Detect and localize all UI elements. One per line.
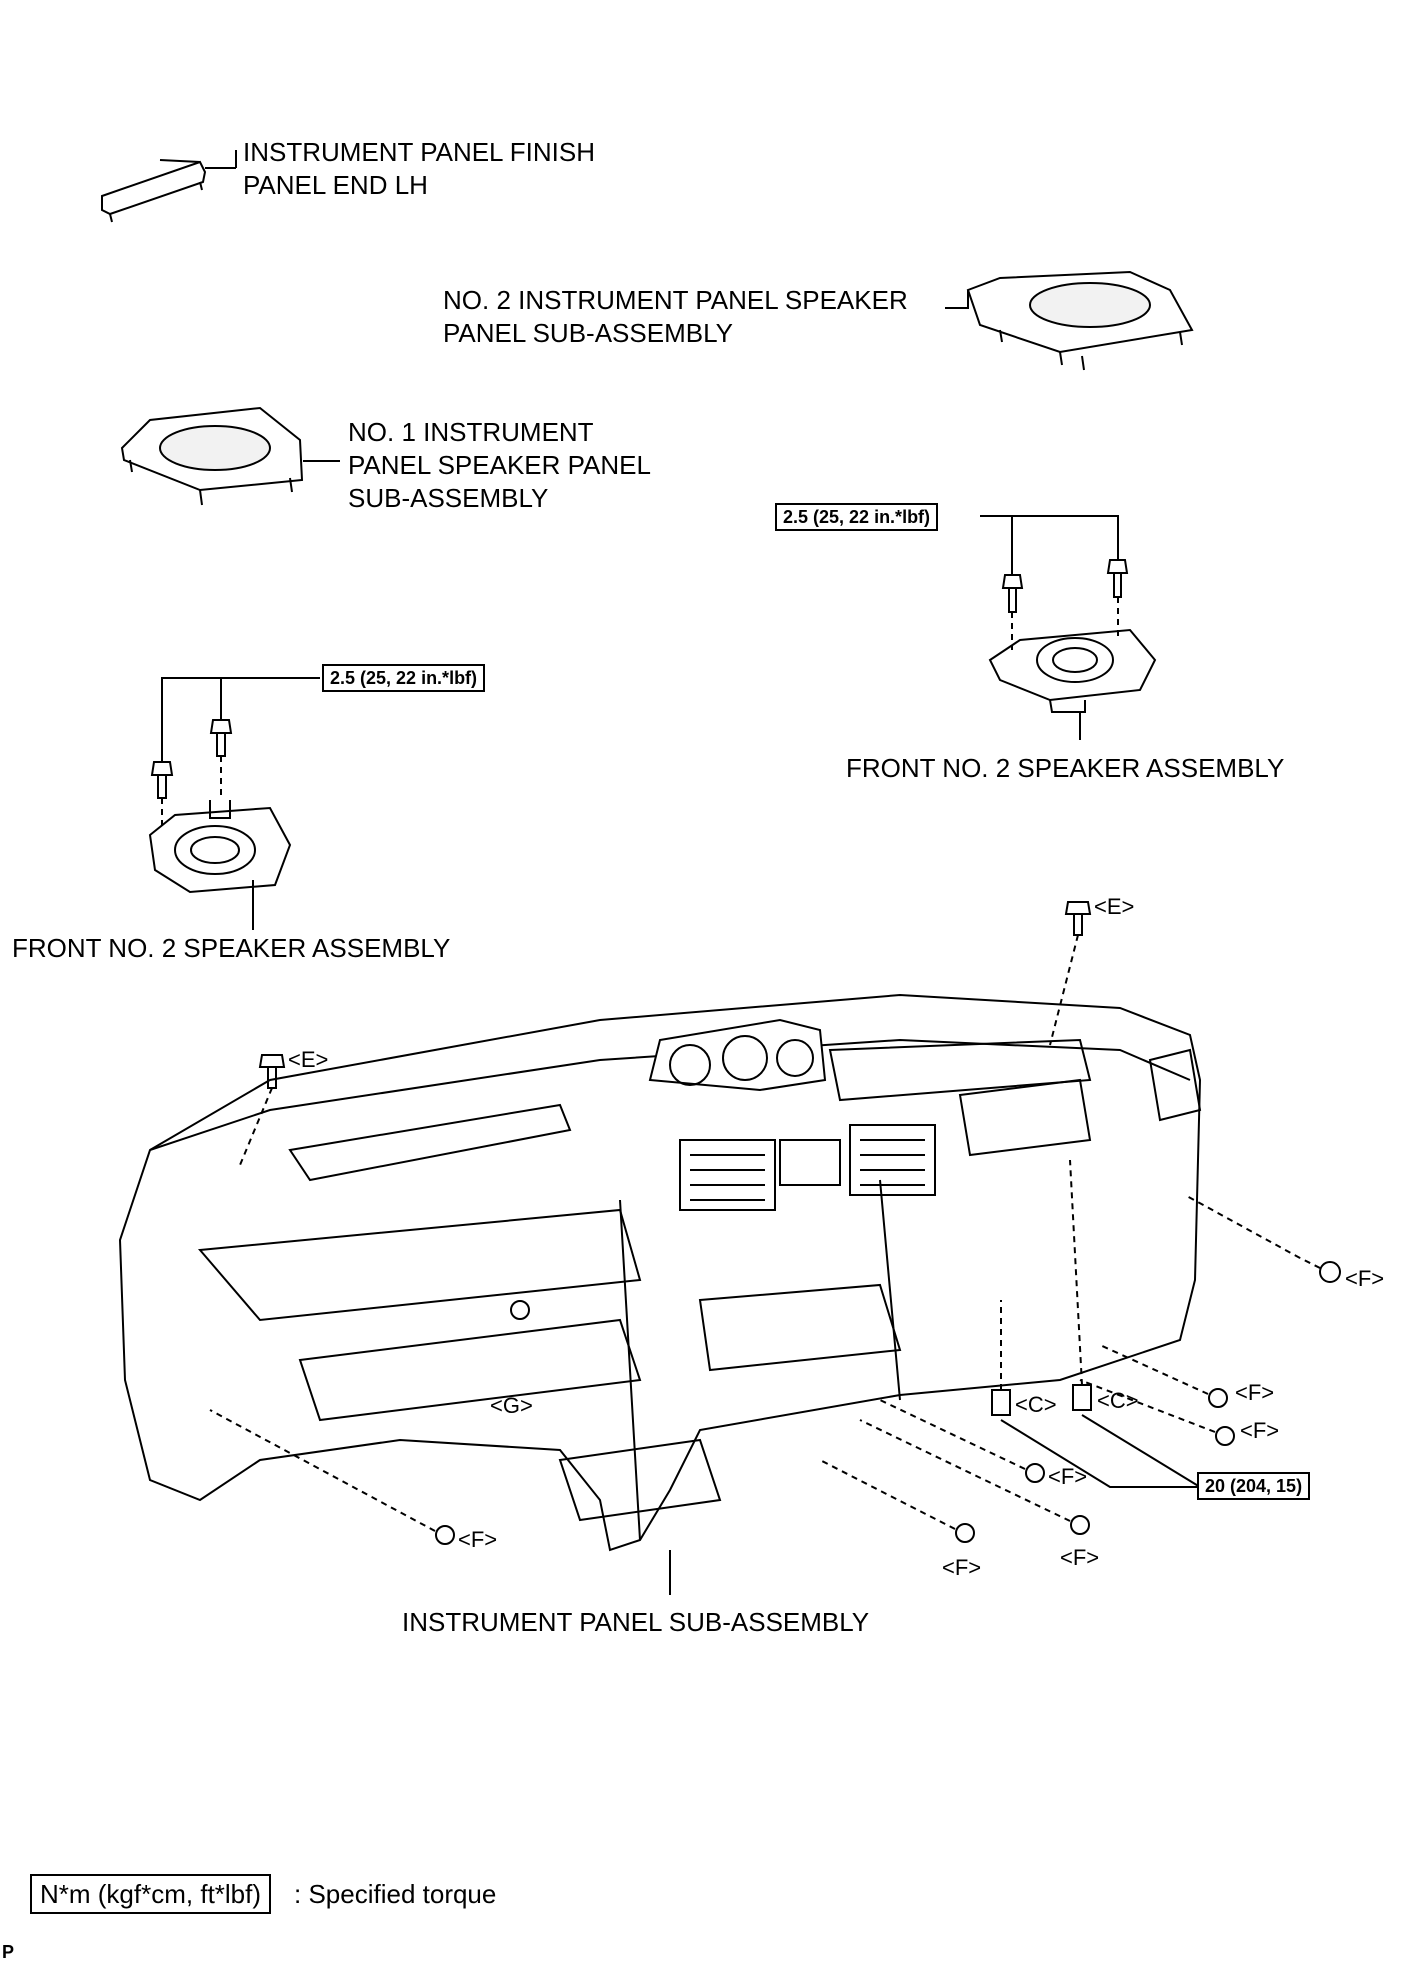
finish-panel-label-line2: PANEL END LH xyxy=(243,170,428,200)
torque-speaker-right: 2.5 (25, 22 in.*lbf) xyxy=(775,503,939,531)
legend-meaning: : Specified torque xyxy=(294,1879,497,1909)
torque-bolt-c: 20 (204, 15) xyxy=(1197,1472,1311,1500)
speaker-panel-no2-part xyxy=(945,270,1194,371)
speaker-left-bolt-left xyxy=(150,761,174,799)
speaker-panel-no1-part xyxy=(120,406,340,506)
finish-panel-end-part xyxy=(101,150,237,223)
instrument-panel-label: INSTRUMENT PANEL SUB-ASSEMBLY xyxy=(402,1607,870,1637)
fastener-c-right-tag: <C> xyxy=(1097,1388,1139,1413)
speaker-right-bolt-left xyxy=(1001,574,1024,613)
speaker-left-label: FRONT NO. 2 SPEAKER ASSEMBLY xyxy=(12,933,451,963)
fastener-e-left-tag: <E> xyxy=(288,1047,329,1072)
fastener-e-left xyxy=(239,1054,286,1166)
fastener-f-tag: <F> xyxy=(1060,1545,1100,1570)
fastener-c-left xyxy=(991,1300,1011,1416)
fastener-c-left-tag: <C> xyxy=(1015,1392,1057,1417)
fastener-f-tag: <F> xyxy=(1240,1418,1280,1443)
fastener-f-tag: <F> xyxy=(942,1555,982,1580)
fastener-g-tag: <G> xyxy=(490,1393,533,1418)
speaker-panel-no1-label-line3: SUB-ASSEMBLY xyxy=(348,483,549,513)
fastener-f-tag: <F> xyxy=(1345,1266,1385,1291)
speaker-right-label: FRONT NO. 2 SPEAKER ASSEMBLY xyxy=(846,753,1285,783)
fastener-e-right-tag: <E> xyxy=(1094,894,1135,919)
speaker-left-bolt-right xyxy=(209,719,233,757)
finish-panel-label-line1: INSTRUMENT PANEL FINISH xyxy=(243,137,596,167)
speaker-panel-no1-label-line1: NO. 1 INSTRUMENT xyxy=(348,417,594,447)
torque-speaker-left: 2.5 (25, 22 in.*lbf) xyxy=(322,664,486,692)
corner-mark: P xyxy=(2,1942,15,1962)
fastener-c-right xyxy=(1069,1159,1092,1411)
fastener-f-tag: <F> xyxy=(1048,1464,1088,1489)
speaker-right-part xyxy=(980,515,1157,740)
fastener-f-group xyxy=(209,1194,1341,1545)
speaker-left-part xyxy=(148,677,320,930)
instrument-panel-part xyxy=(118,993,1202,1595)
speaker-panel-no2-label-line2: PANEL SUB-ASSEMBLY xyxy=(443,318,733,348)
speaker-panel-no1-label-line2: PANEL SPEAKER PANEL xyxy=(348,450,651,480)
speaker-panel-no2-label-line1: NO. 2 INSTRUMENT PANEL SPEAKER xyxy=(443,285,908,315)
torque-c-leader xyxy=(1000,1414,1201,1488)
legend-unit-box: N*m (kgf*cm, ft*lbf) xyxy=(30,1874,272,1914)
fastener-e-right xyxy=(1049,901,1092,1046)
speaker-right-bolt-right xyxy=(1106,559,1129,598)
fastener-f-tag: <F> xyxy=(458,1527,498,1552)
fastener-f-tag: <F> xyxy=(1235,1380,1275,1405)
